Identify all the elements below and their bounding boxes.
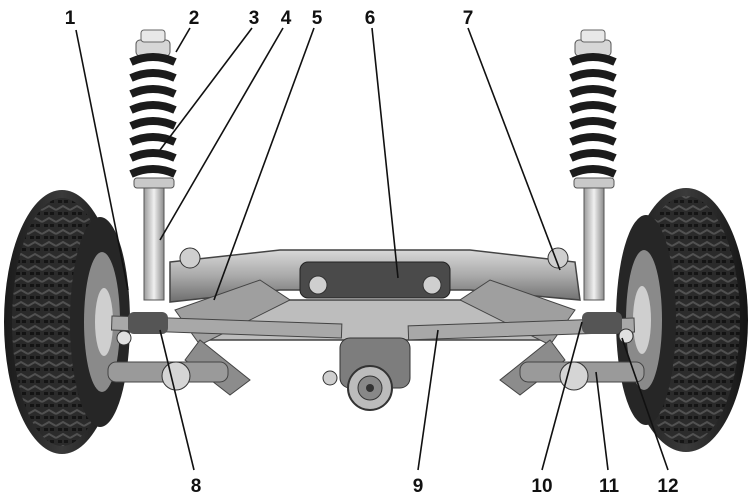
leader-lines <box>75 27 669 471</box>
callout-10: 10 <box>531 476 552 497</box>
callout-2: 2 <box>189 8 200 29</box>
left-wheel <box>4 190 130 454</box>
right-spring-strut <box>569 29 617 301</box>
callout-7: 7 <box>463 8 474 29</box>
right-wheel <box>616 188 748 452</box>
callout-1: 1 <box>65 8 76 29</box>
callout-11: 11 <box>599 476 620 497</box>
differential <box>299 261 451 411</box>
drive-shafts <box>110 312 636 341</box>
callout-8: 8 <box>191 476 202 497</box>
left-spring-strut <box>129 29 177 301</box>
callout-6: 6 <box>365 8 376 29</box>
callout-3: 3 <box>249 8 260 29</box>
callout-9: 9 <box>413 476 424 497</box>
callout-4: 4 <box>281 8 292 29</box>
control-arms <box>107 247 645 391</box>
callout-5: 5 <box>312 8 323 29</box>
callout-12: 12 <box>657 476 678 497</box>
